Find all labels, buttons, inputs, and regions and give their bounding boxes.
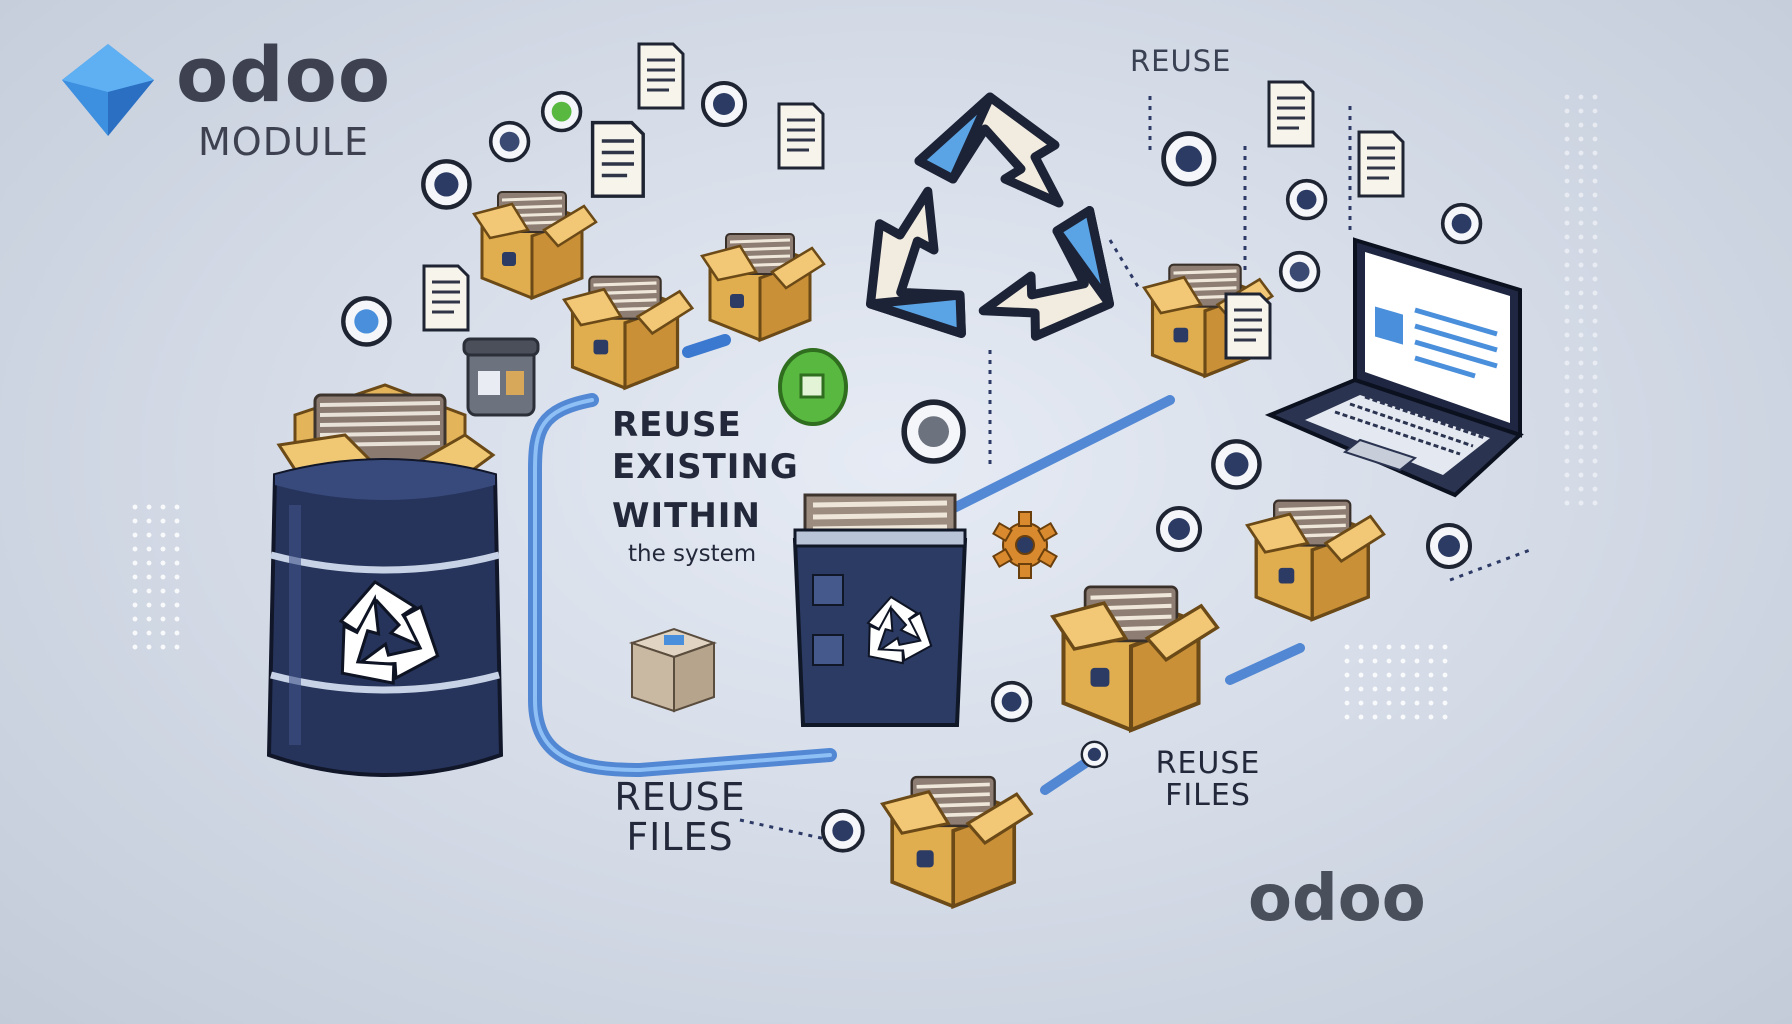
center-caption-line1: REUSE — [612, 405, 742, 445]
center-caption: REUSE EXISTING WITHIN the system — [612, 405, 802, 568]
dot-pattern-right — [1340, 640, 1450, 720]
footer-logo: odoo — [1248, 862, 1426, 936]
center-caption-line2: EXISTING — [612, 446, 799, 487]
document-icon — [590, 120, 645, 198]
recycle-icon — [845, 75, 1135, 365]
document-icon — [1224, 292, 1272, 360]
badge-icon — [1161, 131, 1217, 187]
badge-icon — [990, 680, 1033, 723]
gear-icon — [992, 511, 1058, 579]
caption-bottom-right: REUSE FILES — [1128, 748, 1288, 811]
badge-icon — [820, 808, 865, 853]
badge-icon — [421, 159, 472, 210]
logo-word: odoo — [176, 30, 392, 119]
file-box-icon — [880, 775, 1034, 910]
dot-pattern-left — [128, 500, 188, 650]
recycle-bin-icon — [792, 493, 968, 727]
badge-icon — [1426, 523, 1472, 569]
label-top-reuse: REUSE — [1130, 44, 1232, 78]
badge-icon — [1156, 506, 1202, 552]
badge-icon — [901, 399, 966, 464]
badge-icon — [488, 120, 531, 163]
center-caption-line3: WITHIN — [612, 496, 761, 537]
badge-icon — [1080, 740, 1109, 769]
file-box-icon — [700, 233, 826, 343]
file-box-icon — [562, 275, 695, 391]
document-icon — [637, 42, 685, 110]
badge-icon — [1278, 250, 1321, 293]
odoo-module-logo: odoo MODULE — [56, 30, 426, 170]
badge-icon — [1440, 202, 1483, 245]
center-caption-line4: the system — [628, 541, 757, 568]
document-icon — [422, 264, 470, 332]
caption-bottom-left: REUSE FILES — [590, 775, 770, 859]
caption-bottom-right-line1: REUSE — [1155, 746, 1261, 781]
file-box-icon — [1245, 499, 1386, 622]
caption-bottom-right-line2: FILES — [1165, 777, 1251, 813]
document-icon — [777, 102, 825, 170]
logo-subtitle: MODULE — [198, 120, 369, 164]
badge-icon — [1285, 178, 1328, 221]
badge-icon — [1211, 439, 1262, 490]
package-icon — [628, 627, 718, 713]
laptop-icon — [1265, 237, 1524, 498]
barrel-icon — [266, 383, 504, 777]
badge-icon — [341, 296, 392, 347]
document-icon — [1267, 80, 1315, 148]
green-refresh-icon — [778, 348, 848, 426]
cube-icon — [62, 44, 154, 136]
dot-pattern-far-right — [1560, 90, 1600, 510]
badge-icon — [701, 81, 747, 127]
document-icon — [1357, 130, 1405, 198]
file-box-icon — [1050, 585, 1220, 733]
container-icon — [462, 337, 540, 417]
badge-icon — [540, 90, 583, 133]
file-box-icon — [472, 191, 598, 301]
caption-bottom-left-line2: FILES — [626, 814, 734, 859]
caption-bottom-left-line1: REUSE — [614, 775, 746, 819]
